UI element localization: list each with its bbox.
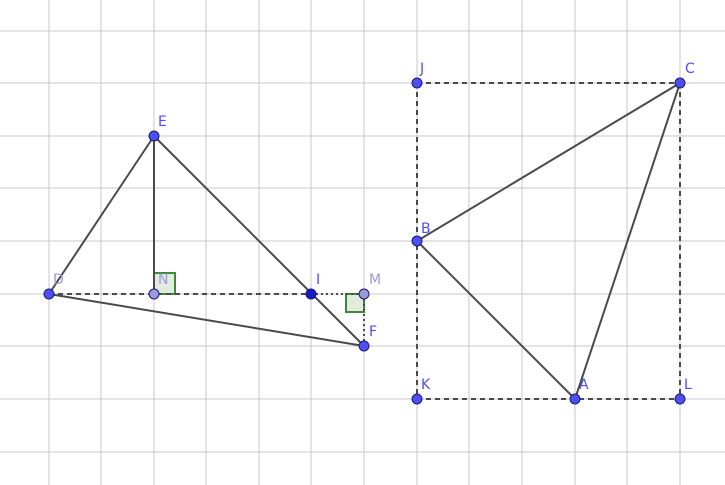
point-label-c: C <box>685 61 695 77</box>
point-label-d: D <box>53 272 64 288</box>
point-f[interactable] <box>358 340 370 352</box>
right-angle-mark-m <box>345 293 365 313</box>
point-label-j: J <box>419 61 424 77</box>
segment-ef <box>153 135 365 347</box>
point-k[interactable] <box>411 393 423 405</box>
point-b[interactable] <box>411 235 423 247</box>
segment-bc <box>416 82 681 242</box>
segment-df <box>48 293 365 347</box>
point-label-l: L <box>684 377 692 393</box>
point-d[interactable] <box>43 288 55 300</box>
point-l[interactable] <box>674 393 686 405</box>
point-label-i: I <box>316 272 320 288</box>
point-a[interactable] <box>569 393 581 405</box>
point-label-m: M <box>369 272 381 288</box>
point-c[interactable] <box>674 77 686 89</box>
point-label-e: E <box>158 114 167 130</box>
point-label-f: F <box>369 324 377 340</box>
points-layer <box>43 77 686 405</box>
point-label-a: A <box>579 377 589 393</box>
point-label-k: K <box>421 377 431 393</box>
point-m[interactable] <box>358 288 370 300</box>
segment-ac <box>574 82 681 400</box>
point-e[interactable] <box>148 130 160 142</box>
point-i[interactable] <box>305 288 317 300</box>
segment-ba <box>416 240 576 400</box>
point-j[interactable] <box>411 77 423 89</box>
point-label-b: B <box>421 221 431 237</box>
point-label-n: N <box>158 272 168 288</box>
labels-layer: E D N I M F J C B K A L <box>53 61 695 393</box>
segment-de <box>48 135 155 295</box>
point-n[interactable] <box>148 288 160 300</box>
